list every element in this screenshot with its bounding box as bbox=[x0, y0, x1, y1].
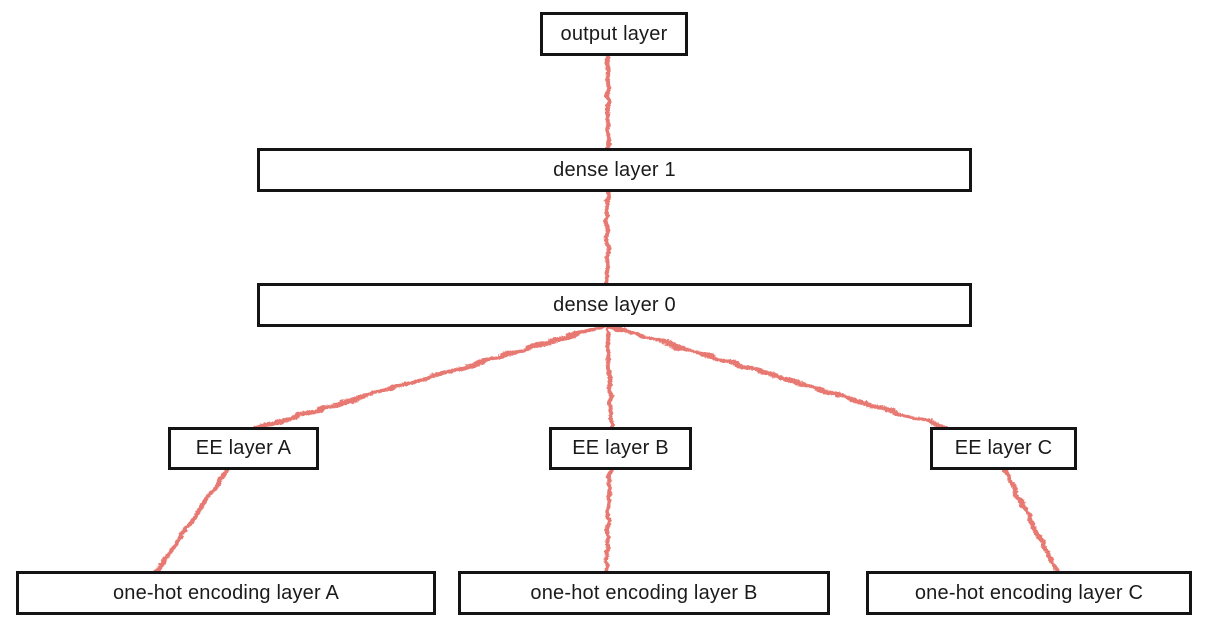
edge-output-dense1 bbox=[605, 51, 611, 154]
edge-eeA-ohA bbox=[152, 465, 231, 577]
node-one-hot-encoding-layer-b: one-hot encoding layer B bbox=[458, 571, 830, 615]
node-ee-layer-c: EE layer C bbox=[930, 427, 1077, 470]
edge-dense0-eeC bbox=[605, 322, 956, 433]
node-ee-layer-a: EE layer A bbox=[168, 427, 319, 470]
node-dense-layer-0: dense layer 0 bbox=[257, 283, 972, 327]
edge-dense0-eeB bbox=[605, 322, 615, 433]
node-output-layer: output layer bbox=[540, 12, 688, 56]
edge-eeB-ohB bbox=[604, 465, 613, 577]
node-dense-layer-1: dense layer 1 bbox=[257, 148, 972, 192]
node-one-hot-encoding-layer-c: one-hot encoding layer C bbox=[866, 571, 1192, 615]
edge-dense0-eeA bbox=[247, 322, 610, 433]
node-ee-layer-b: EE layer B bbox=[549, 427, 692, 470]
node-one-hot-encoding-layer-a: one-hot encoding layer A bbox=[16, 571, 436, 615]
edge-eeC-ohC bbox=[1001, 465, 1061, 577]
